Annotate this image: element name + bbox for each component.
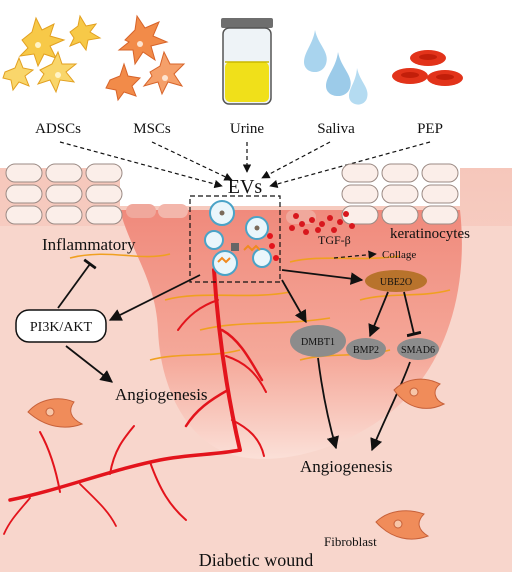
fibroblast-label: Fibroblast xyxy=(324,534,377,549)
label-urine: Urine xyxy=(230,121,264,137)
label-pep: PEP xyxy=(417,121,443,137)
wound-edge-cells xyxy=(126,204,316,224)
ube2o-node xyxy=(365,270,427,292)
label-mscs: MSCs xyxy=(133,121,171,137)
right-pathway-arrows xyxy=(281,269,422,452)
fibroblast-icon xyxy=(27,378,446,540)
tgf-beta-label: TGF-β xyxy=(318,233,351,247)
label-adscs: ADSCs xyxy=(35,121,81,137)
adscs-cells-icon xyxy=(2,14,102,94)
pi3k-akt-label: PI3K/AKT xyxy=(30,320,93,335)
evs-box xyxy=(189,195,281,283)
smad6-label: SMAD6 xyxy=(401,345,435,356)
vesicle-cargo xyxy=(217,210,279,264)
evs-label: EVs xyxy=(228,176,263,198)
pep-rbc-icon xyxy=(392,50,463,86)
left-pathway-arrows xyxy=(57,258,201,383)
keratinocytes-label: keratinocytes xyxy=(390,226,470,242)
wound-bed xyxy=(120,210,462,459)
bmp2-node xyxy=(346,338,386,360)
pi3k-akt-node xyxy=(15,309,107,343)
diabetic-wound-label: Diabetic wound xyxy=(199,550,313,570)
source-arrows xyxy=(59,141,431,189)
dmbt1-node xyxy=(290,325,346,357)
ube2o-label: UBE2O xyxy=(380,277,412,288)
saliva-drops-icon xyxy=(304,30,368,105)
bmp2-label: BMP2 xyxy=(353,345,379,356)
mscs-cells-icon xyxy=(105,14,186,102)
inflammatory-label: Inflammatory xyxy=(42,235,136,254)
urine-jar-icon xyxy=(221,18,273,105)
collage-label: Collage xyxy=(382,249,416,261)
angiogenesis-right-label: Angiogenesis xyxy=(300,457,393,476)
tgf-beta-dots xyxy=(289,211,355,235)
blood-vessels xyxy=(3,268,267,535)
dmbt1-label: DMBT1 xyxy=(301,337,335,348)
angiogenesis-left-label: Angiogenesis xyxy=(115,385,208,404)
label-saliva: Saliva xyxy=(317,121,355,137)
collage-arrow xyxy=(333,250,377,259)
smad6-node xyxy=(397,338,439,360)
keratinocytes-left xyxy=(5,163,123,225)
keratinocytes-right xyxy=(341,163,459,225)
